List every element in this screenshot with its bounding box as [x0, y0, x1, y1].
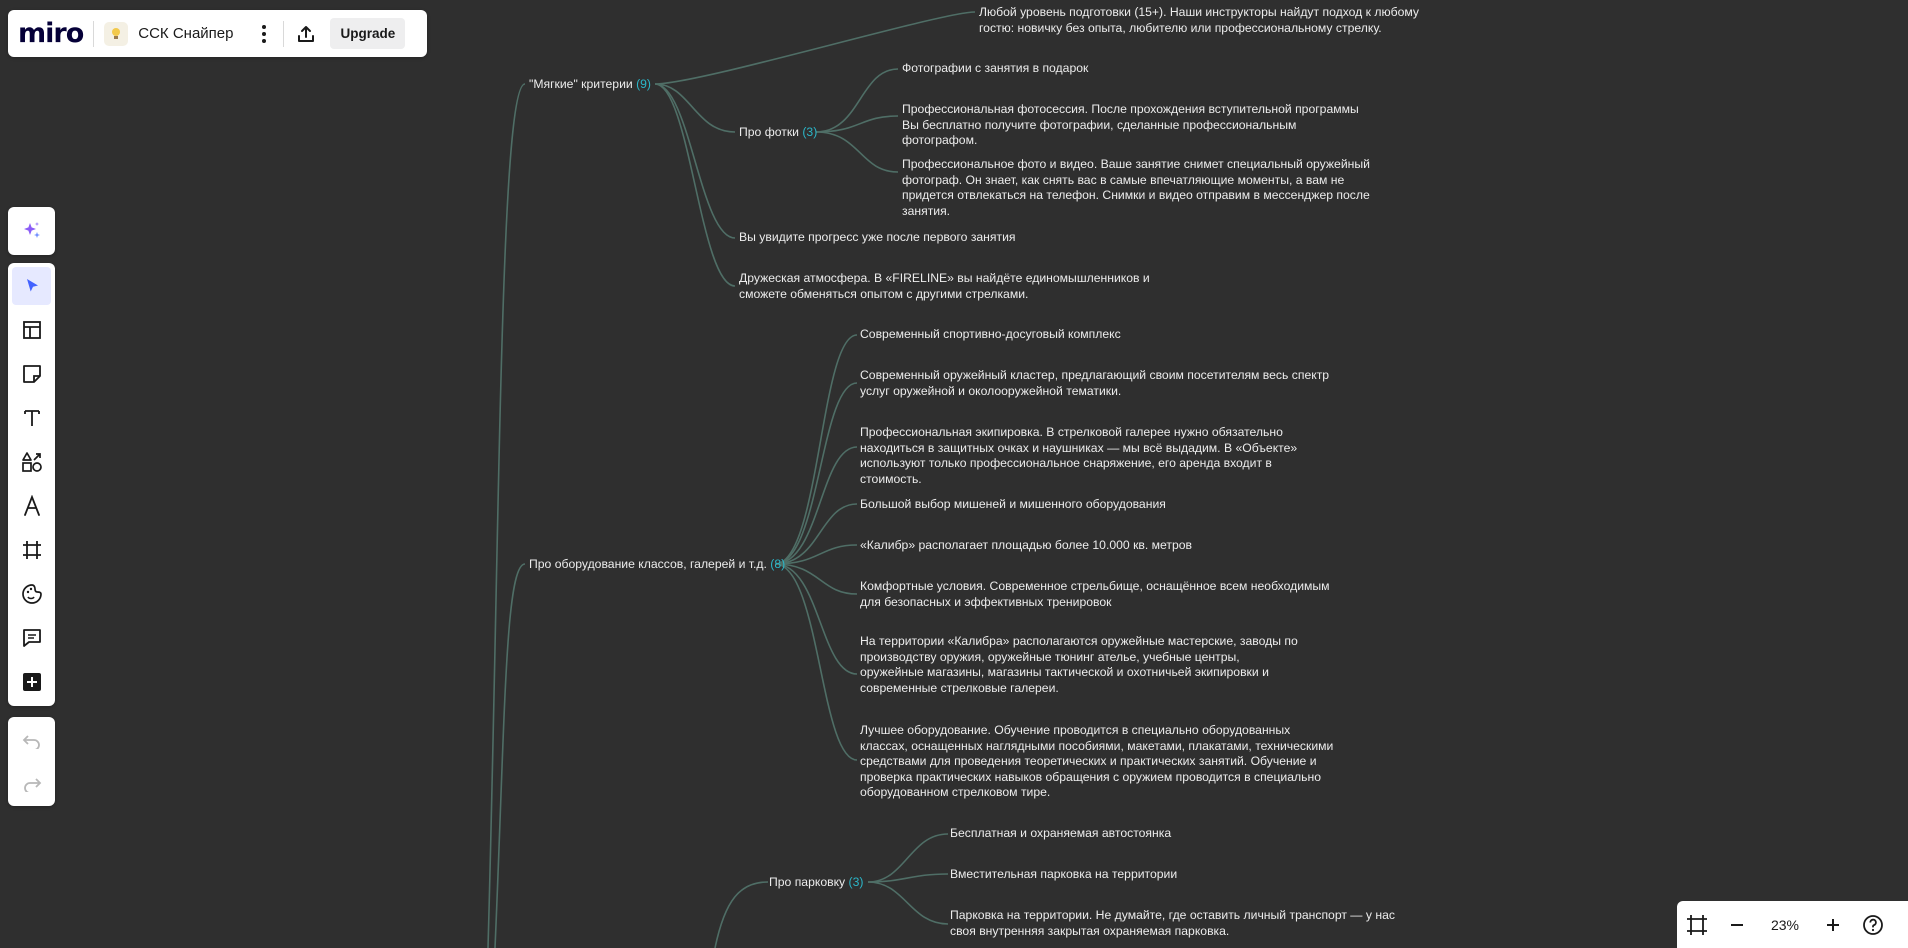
more-options-icon[interactable] — [251, 19, 277, 49]
mindmap-leaf[interactable]: Фотографии с занятия в подарок — [902, 61, 1089, 75]
shapes-icon[interactable] — [12, 443, 51, 481]
mindmap-leaf[interactable]: Бесплатная и охраняемая автостоянка — [950, 826, 1172, 840]
node-count: (8) — [770, 557, 786, 571]
upgrade-button[interactable]: Upgrade — [330, 18, 406, 49]
node-count: (9) — [636, 77, 651, 91]
divider — [93, 20, 95, 47]
mindmap-leaf[interactable]: Современный спортивно-досуговый комплекс — [860, 327, 1121, 341]
zoom-in-icon[interactable] — [1813, 905, 1853, 945]
pen-icon[interactable] — [12, 487, 51, 525]
select-cursor-icon[interactable] — [12, 267, 51, 305]
mindmap-leaf[interactable]: Любой уровень подготовки (15+). Наши инс… — [979, 5, 1420, 35]
ai-assist-icon[interactable] — [12, 212, 51, 250]
mindmap-leaf[interactable]: На территории «Калибра» располагаются ор… — [860, 634, 1298, 695]
node-label: "Мягкие" критерии — [529, 77, 633, 91]
mindmap-leaf[interactable]: Лучшее оборудование. Обучение проводится… — [860, 723, 1334, 800]
share-icon[interactable] — [290, 18, 322, 50]
fit-to-screen-icon[interactable] — [1677, 905, 1717, 945]
mindmap-leaf[interactable]: Профессиональная экипировка. В стрелково… — [860, 425, 1298, 486]
node-label: Про фотки — [739, 125, 799, 139]
miro-logo[interactable]: miro — [18, 18, 84, 49]
more-apps-icon[interactable] — [12, 663, 51, 701]
undo-icon[interactable] — [12, 722, 51, 760]
board-icon[interactable] — [104, 21, 129, 46]
zoom-level[interactable]: 23% — [1770, 916, 1800, 933]
mindmap-node-equipment[interactable]: Про оборудование классов, галерей и т.д.… — [529, 557, 785, 573]
frame-icon[interactable] — [12, 531, 51, 569]
comment-icon[interactable] — [12, 619, 51, 657]
mindmap-leaf[interactable]: «Калибр» располагает площадью более 10.0… — [860, 538, 1193, 552]
mindmap-leaf[interactable]: Комфортные условия. Современное стрельби… — [860, 579, 1330, 609]
mindmap-leaf[interactable]: Дружеская атмосфера. В «FIRELINE» вы най… — [739, 271, 1150, 301]
mindmap-node-parking[interactable]: Про парковку (3) — [769, 875, 863, 891]
sticky-note-icon[interactable] — [12, 355, 51, 393]
zoom-bar: 23% — [1677, 901, 1908, 948]
reactions-icon[interactable] — [12, 575, 51, 613]
templates-icon[interactable] — [12, 311, 51, 349]
mindmap-leaf[interactable]: Парковка на территории. Не думайте, где … — [950, 908, 1395, 938]
node-label: Про парковку — [769, 875, 846, 889]
mindmap-leaf[interactable]: Современный оружейный кластер, предлагаю… — [860, 368, 1330, 398]
node-count: (3) — [848, 875, 864, 889]
mindmap-node-photos[interactable]: Про фотки (3) — [739, 125, 817, 141]
divider — [283, 20, 285, 47]
mindmap-leaf[interactable]: Профессиональная фотосессия. После прохо… — [902, 102, 1359, 148]
mindmap-leaf[interactable]: Профессиональное фото и видео. Ваше заня… — [902, 157, 1370, 218]
board-title[interactable]: ССК Снайпер — [138, 25, 234, 42]
ai-panel — [8, 207, 55, 255]
mindmap-node-soft-criteria[interactable]: "Мягкие" критерии (9) — [529, 77, 651, 93]
top-bar: miro ССК Снайпер Upgrade — [8, 10, 427, 57]
mindmap-leaf[interactable]: Вы увидите прогресс уже после первого за… — [739, 230, 1016, 244]
node-count: (3) — [802, 125, 818, 139]
mindmap-leaf[interactable]: Большой выбор мишеней и мишенного оборуд… — [860, 497, 1166, 511]
tools-panel — [8, 263, 55, 706]
help-icon[interactable] — [1853, 905, 1893, 945]
text-icon[interactable] — [12, 399, 51, 437]
mindmap-leaf[interactable]: Вместительная парковка на территории — [950, 867, 1178, 881]
node-label: Про оборудование классов, галерей и т.д. — [529, 557, 767, 571]
zoom-out-icon[interactable] — [1717, 905, 1757, 945]
history-panel — [8, 717, 55, 806]
redo-icon[interactable] — [12, 765, 51, 803]
